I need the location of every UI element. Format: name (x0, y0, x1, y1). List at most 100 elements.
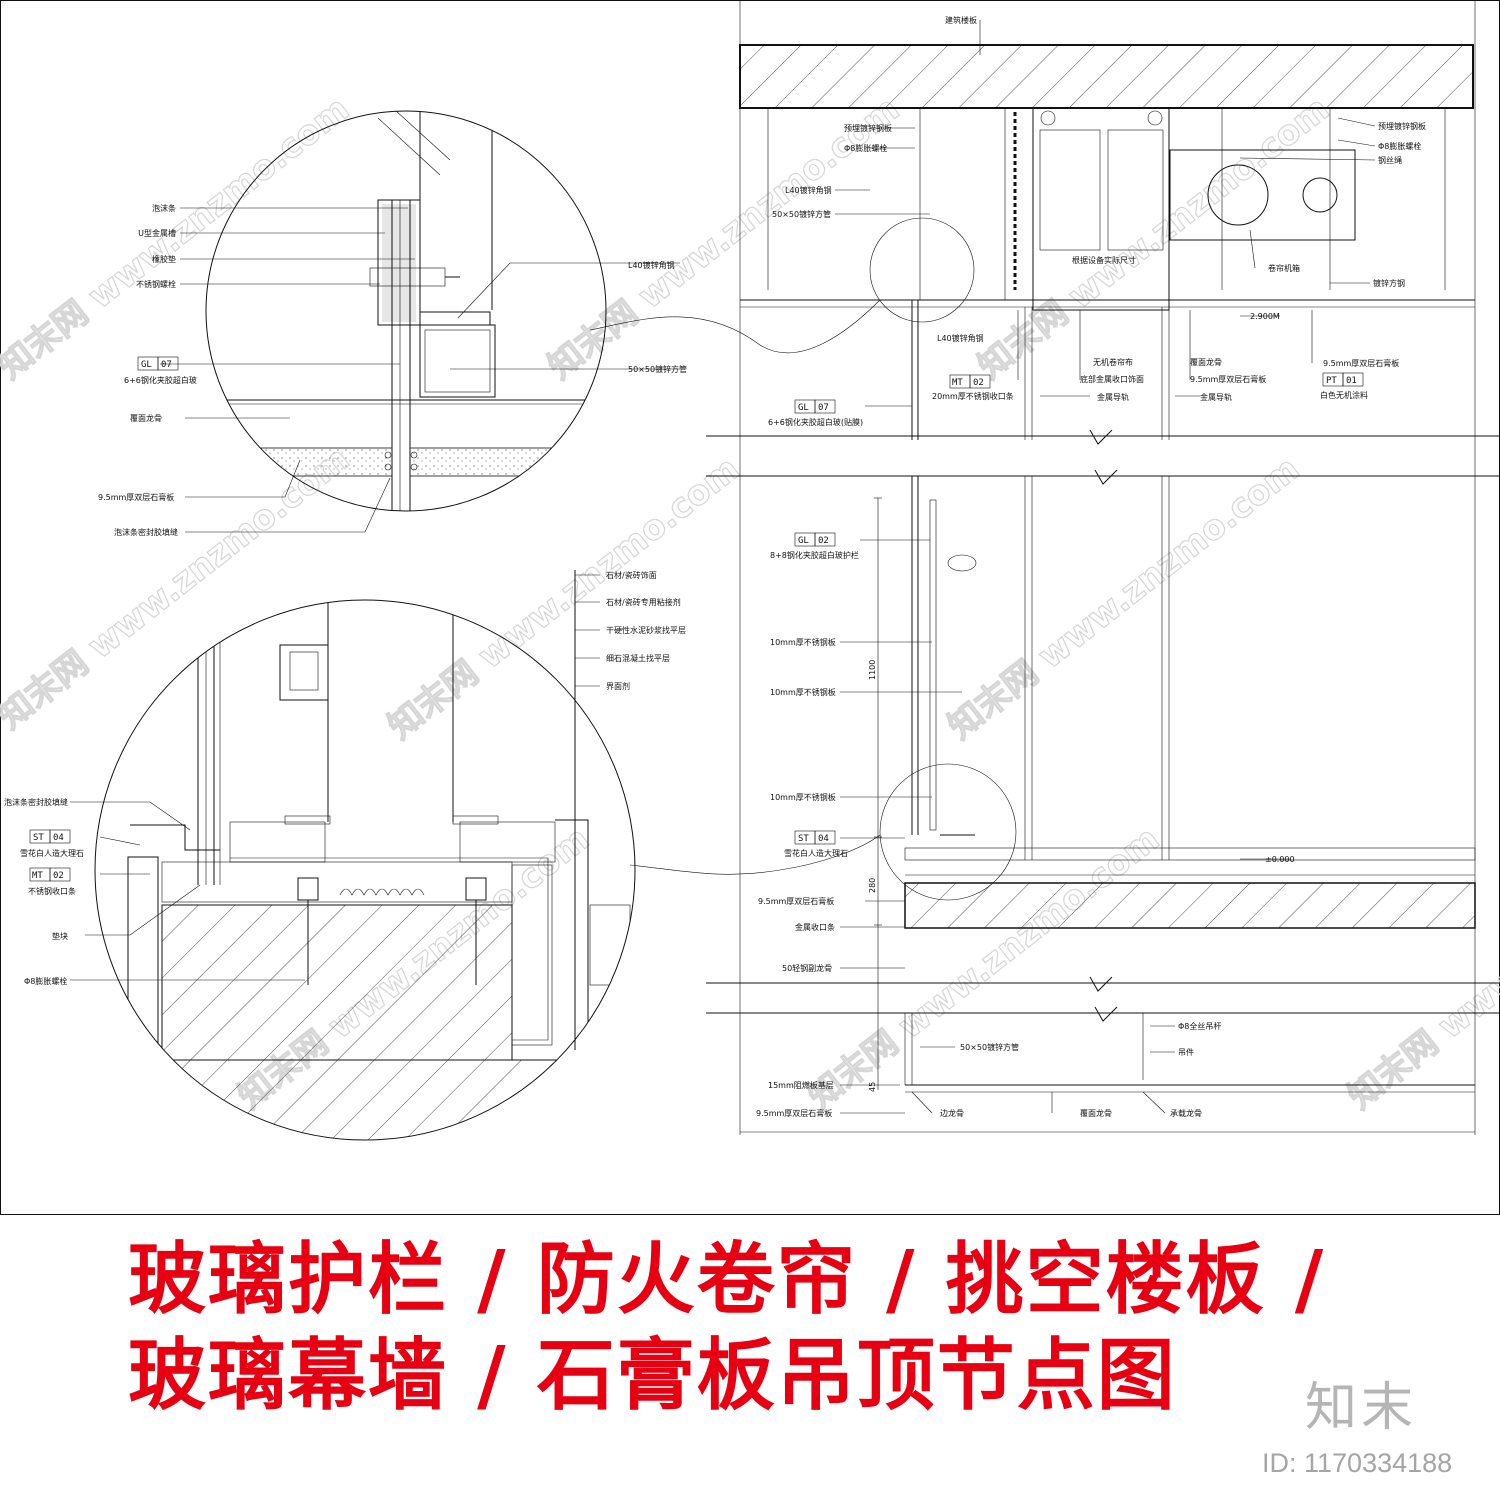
dimension-1100: 1100 (868, 660, 877, 680)
svg-text:ST: ST (798, 834, 809, 844)
label-stone-face: 石材/瓷砖饰面 (606, 570, 657, 580)
label-rubber-pad: 橡胶垫 (152, 254, 176, 264)
label-glass-section: 6+6钢化夹胶超白玻(贴膜) (768, 417, 863, 427)
label-square-tube-bottom: 50×50镀锌方管 (960, 1042, 1019, 1052)
label-square-steel: 镀锌方钢 (1373, 278, 1405, 288)
svg-text:04: 04 (53, 833, 64, 843)
label-gypsum-right: 9.5mm厚双层石膏板 (1323, 358, 1399, 368)
svg-text:GL: GL (798, 403, 809, 413)
label-metal-trim: 金属收口条 (795, 922, 835, 932)
label-slab: 建筑楼板 (945, 15, 977, 25)
watermark-text: 知末网 www.znzmo.com (1341, 819, 1500, 1117)
label-square-tube-top: 50×50镀锌方管 (772, 209, 831, 219)
watermark-text: 知末网 www.znzmo.com (971, 89, 1337, 387)
material-tag-gl02: GL 02 (794, 532, 836, 547)
label-interface: 界面剂 (606, 681, 630, 691)
material-tag-pt01: PT 01 (1322, 372, 1364, 387)
svg-text:GL: GL (798, 536, 809, 546)
svg-text:04: 04 (818, 834, 829, 844)
label-ss-trim: 不锈钢收口条 (28, 886, 76, 896)
label-plate-1: 10mm厚不锈钢板 (770, 637, 836, 647)
label-edge-keel: 边龙骨 (940, 1108, 964, 1118)
detail-circle-glass-top: 泡沫条 U型金属槽 橡胶垫 不锈钢螺栓 L40镀锌角钢 GL 07 6+6钢化夹… (98, 110, 881, 537)
material-tag-mt02: MT 02 (29, 867, 71, 882)
label-paint: 白色无机涂料 (1320, 390, 1368, 400)
label-glass-rail: 8+8钢化夹胶超白玻护栏 (770, 550, 859, 560)
label-foam-strip: 泡沫条 (152, 203, 176, 213)
detail-circle-floor-edge: 石材/瓷砖饰面 石材/瓷砖专用粘接剂 干硬性水泥砂浆找平层 细石混凝土找平层 界… (4, 570, 881, 1141)
section-drawing: 建筑楼板 (706, 0, 1500, 1135)
material-tag-gl07-section: GL 07 (794, 399, 836, 414)
svg-text:02: 02 (53, 871, 64, 881)
label-light-keel: 50轻钢副龙骨 (782, 963, 832, 973)
label-gypsum-bottom: 9.5mm厚双层石膏板 (758, 896, 834, 906)
watermark-text: 知末网 www.znzmo.com (541, 89, 907, 387)
label-exp-bolt-right: Φ8膨胀螺栓 (1378, 141, 1421, 151)
label-ss-bolt: 不锈钢螺栓 (136, 279, 176, 289)
label-curtain-box: 卷帘机箱 (1268, 263, 1300, 273)
label-exp-bolt: Φ8膨胀螺栓 (24, 976, 67, 986)
label-inorganic-curtain: 无机卷帘布 (1093, 357, 1133, 367)
svg-text:01: 01 (1346, 376, 1357, 386)
svg-text:07: 07 (161, 360, 172, 370)
label-size-note: 根据设备实际尺寸 (1072, 255, 1136, 265)
label-elevation-top: 2.900M (1250, 312, 1280, 321)
page-title: 玻璃护栏 / 防火卷帘 / 挑空楼板 / 玻璃幕墙 / 石膏板吊顶节点图 (128, 1232, 1428, 1424)
label-gypsum: 9.5mm厚双层石膏板 (1190, 374, 1266, 384)
svg-text:07: 07 (818, 403, 829, 413)
svg-text:PT: PT (1326, 376, 1337, 386)
watermark-text: 知末网 www.znzmo.com (0, 439, 357, 737)
svg-text:GL: GL (141, 360, 152, 370)
label-cover-keel: 覆面龙骨 (1190, 357, 1222, 367)
svg-text:MT: MT (32, 871, 43, 881)
material-tag-st04: ST 04 (29, 829, 71, 844)
label-angle-steel: L40镀锌角钢 (628, 260, 675, 270)
label-u-channel: U型金属槽 (138, 228, 176, 238)
svg-text:02: 02 (818, 536, 829, 546)
label-main-keel: 承载龙骨 (1170, 1108, 1202, 1118)
label-fire-board: 15mm阻燃板基层 (768, 1080, 834, 1090)
label-embedded-plate: 预埋镀锌钢板 (844, 123, 892, 133)
label-metal-rail: 金属导轨 (1097, 392, 1129, 402)
label-metal-rail-right: 金属导轨 (1200, 392, 1232, 402)
material-tag-gl07: GL 07 (137, 356, 179, 371)
label-exp-bolt-top: Φ8膨胀螺栓 (844, 143, 887, 153)
label-fine-concrete: 细石混凝土找平层 (606, 653, 670, 663)
watermark-text: 知末网 www.znzmo.com (381, 449, 747, 747)
svg-text:MT: MT (952, 378, 963, 388)
label-sealant-2: 泡沫条密封胶填缝 (4, 797, 68, 807)
label-marble-section: 雪花白人造大理石 (784, 848, 848, 858)
brand-logo: 知末 (1305, 1378, 1418, 1438)
label-adhesive: 石材/瓷砖专用粘接剂 (606, 597, 681, 607)
label-plate-2: 10mm厚不锈钢板 (770, 687, 836, 697)
svg-text:02: 02 (973, 378, 984, 388)
label-elevation-floor: ±0.000 (1265, 855, 1295, 864)
title-line-2: 玻璃幕墙 / 石膏板吊顶节点图 (128, 1331, 1177, 1421)
svg-text:ST: ST (33, 833, 44, 843)
label-wire-rope: 钢丝绳 (1378, 155, 1402, 165)
material-tag-st04-section: ST 04 (794, 830, 836, 845)
label-shim: 垫块 (52, 931, 68, 941)
label-angle-steel-top: L40镀锌角钢 (785, 185, 832, 195)
title-line-1: 玻璃护栏 / 防火卷帘 / 挑空楼板 / (128, 1235, 1326, 1325)
label-bottom-trim: 底部金属收口饰面 (1080, 374, 1144, 384)
material-tag-mt02-section: MT 02 (949, 374, 991, 389)
label-marble: 雪花白人造大理石 (20, 848, 84, 858)
label-angle-steel-mid: L40镀锌角钢 (937, 333, 984, 343)
label-rod: Φ8全丝吊杆 (1178, 1021, 1221, 1031)
label-plate-3: 10mm厚不锈钢板 (770, 792, 836, 802)
label-mortar: 干硬性水泥砂浆找平层 (606, 625, 686, 635)
watermark-text: 知末网 www.znzmo.com (0, 89, 357, 387)
label-sealant: 泡沫条密封胶填缝 (114, 527, 178, 537)
dimension-45: 45 (868, 1082, 877, 1092)
label-embedded-plate-right: 预埋镀锌钢板 (1378, 121, 1426, 131)
label-cover-keel-bottom: 覆面龙骨 (1080, 1108, 1112, 1118)
label-gypsum: 9.5mm厚双层石膏板 (98, 492, 174, 502)
image-id: ID: 1170334188 (1262, 1448, 1453, 1478)
dimension-280: 280 (868, 878, 877, 893)
label-glass: 6+6钢化夹胶超白玻 (124, 375, 197, 385)
label-ss-trim-section: 20mm厚不锈钢收口条 (932, 391, 1014, 401)
label-hanger: 吊件 (1178, 1047, 1194, 1057)
label-square-tube: 50×50镀锌方管 (628, 364, 687, 374)
label-gypsum-bottom-2: 9.5mm厚双层石膏板 (756, 1108, 832, 1118)
